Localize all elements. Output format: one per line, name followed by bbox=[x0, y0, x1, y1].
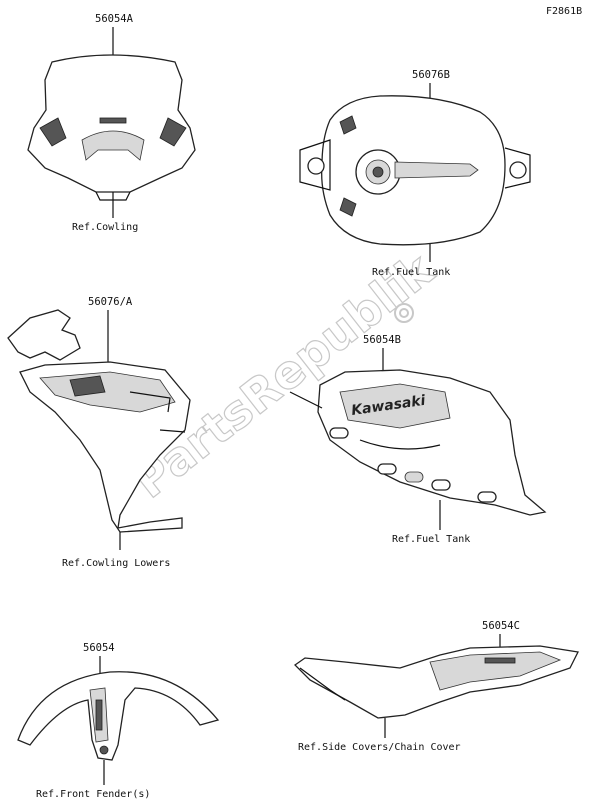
part-cowling-decal[interactable]: 56054A Ref.Cowling bbox=[27, 13, 196, 233]
part-front-fender-decal[interactable]: 56054 Ref.Front Fender(s) bbox=[17, 642, 220, 800]
part-fuel-tank-top-decal[interactable]: 56076B Ref.Fuel Tank bbox=[299, 69, 531, 278]
cowling-lowers-drawing bbox=[7, 309, 81, 361]
ref-side-covers: Ref.Side Covers/Chain Cover bbox=[298, 742, 461, 753]
cowling-drawing bbox=[27, 54, 196, 193]
figure-code: F2861B bbox=[546, 6, 582, 17]
ref-cowling-lowers: Ref.Cowling Lowers bbox=[62, 558, 170, 569]
ref-fuel-tank-2: Ref.Fuel Tank bbox=[392, 534, 470, 545]
ref-front-fender: Ref.Front Fender(s) bbox=[36, 789, 150, 800]
front-fender-drawing bbox=[17, 671, 220, 761]
part-number-56054: 56054 bbox=[83, 642, 115, 654]
ref-cowling: Ref.Cowling bbox=[72, 222, 138, 233]
part-fuel-tank-side-decal[interactable]: 56054B Kawasaki Ref.Fuel Tank bbox=[289, 334, 547, 545]
part-cowling-lowers-decal[interactable]: 56076/A Ref.Cowling Lowers bbox=[7, 296, 191, 569]
part-number-56054C: 56054C bbox=[482, 620, 520, 632]
part-number-56076B: 56076B bbox=[412, 69, 450, 81]
part-number-56054A: 56054A bbox=[95, 13, 134, 25]
part-number-56054B: 56054B bbox=[363, 334, 401, 346]
part-number-56076A: 56076/A bbox=[88, 296, 133, 308]
ref-fuel-tank-1: Ref.Fuel Tank bbox=[372, 267, 450, 278]
part-side-covers-decal[interactable]: 56054C Ref.Side Covers/Chain Cover bbox=[293, 620, 579, 753]
gear-icon bbox=[394, 303, 414, 323]
